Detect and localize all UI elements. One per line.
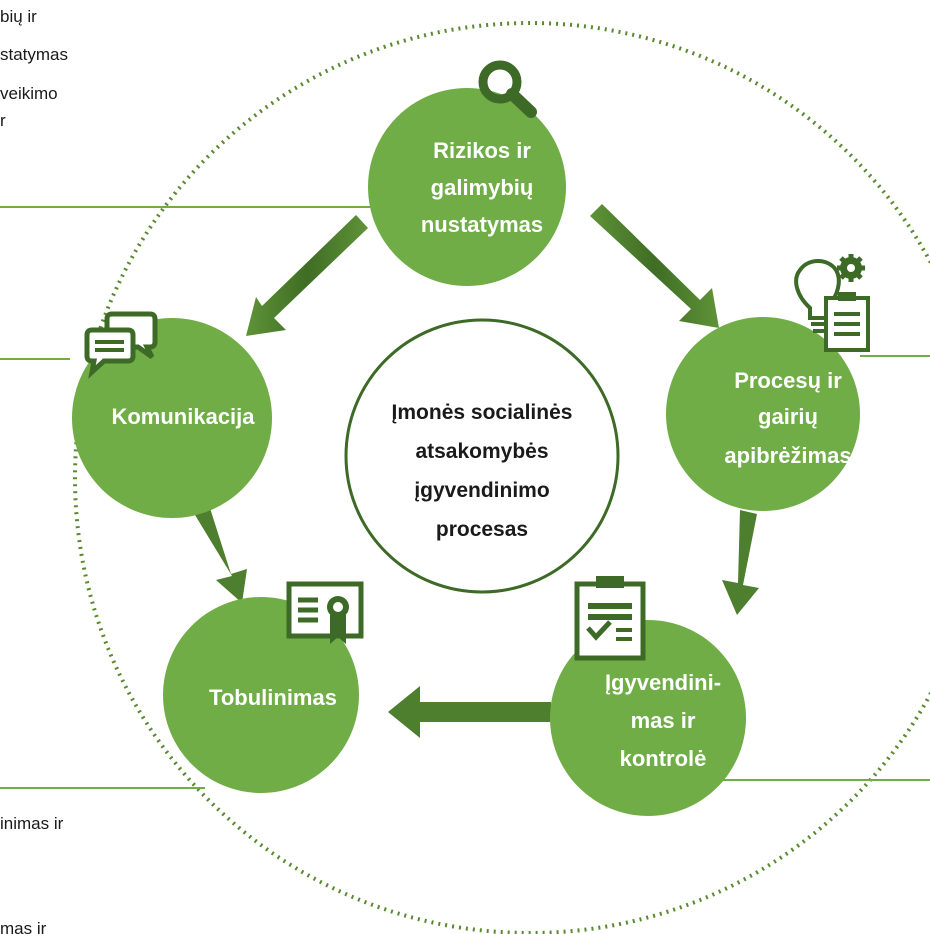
stage-label-rizikos: Rizikos ir galimybių nustatymas [421,138,543,237]
arrow-komunikacija-to-tobulinimas [192,505,247,603]
stage-label-procesu: Procesų ir gairių apibrėžimas [724,368,851,468]
stage-circle-procesu [666,317,860,511]
stage-label-komunikacija: Komunikacija [111,404,255,429]
center-label-line: atsakomybės [415,440,548,463]
stage-label-line: galimybių [431,175,534,200]
stage-label-line: apibrėžimas [724,443,851,468]
arrow-procesu-to-igyvendinimas [722,510,759,615]
stage-label-line: Tobulinimas [209,685,337,710]
side-text-line: statymas [0,45,68,64]
stage-label-igyvendinimas: Įgyvendini- mas ir kontrolė [605,670,721,771]
stage-circle-komunikacija [72,318,272,518]
arrow-igyvendinimas-to-tobulinimas [388,686,551,738]
clipboard-check-icon [574,576,646,661]
stage-label-line: kontrolė [620,746,707,771]
center-label: Įmonės socialinės atsakomybės įgyvendini… [392,401,573,541]
side-text-line: bių ir [0,7,37,26]
stage-label-line: nustatymas [421,212,543,237]
stage-label-line: Rizikos ir [433,138,531,163]
stage-circle-rizikos [368,88,566,286]
stage-label-line: gairių [758,404,818,429]
magnifier-icon [478,60,537,118]
side-text-line: mas ir [0,919,47,934]
side-text-line: r [0,111,6,130]
side-text-line: veikimo [0,84,58,103]
side-text-line: inimas ir [0,814,64,833]
arrow-rizikos-to-procesu [590,204,719,328]
stage-label-line: mas ir [631,708,696,733]
chat-bubbles-icon [84,311,158,379]
center-label-line: įgyvendinimo [414,479,549,502]
stage-label-line: Komunikacija [111,404,255,429]
center-circle [344,318,620,594]
lightbulb-gear-clipboard-icon [794,254,870,352]
stage-label-line: Procesų ir [734,368,842,393]
side-text-bottom-left: inimas ir mas ir [0,814,64,934]
certificate-icon [286,581,364,644]
stage-circle-igyvendinimas [550,620,746,816]
stage-label-tobulinimas: Tobulinimas [209,685,337,710]
center-label-line: Įmonės socialinės [392,401,573,424]
side-text-top-left: bių ir statymas veikimo r [0,7,68,130]
stage-circle-tobulinimas [163,597,359,793]
arrow-rizikos-to-komunikacija [246,215,368,336]
center-label-line: procesas [436,518,528,541]
outer-dotted-ring [73,21,930,934]
stage-label-line: Įgyvendini- [605,670,721,695]
